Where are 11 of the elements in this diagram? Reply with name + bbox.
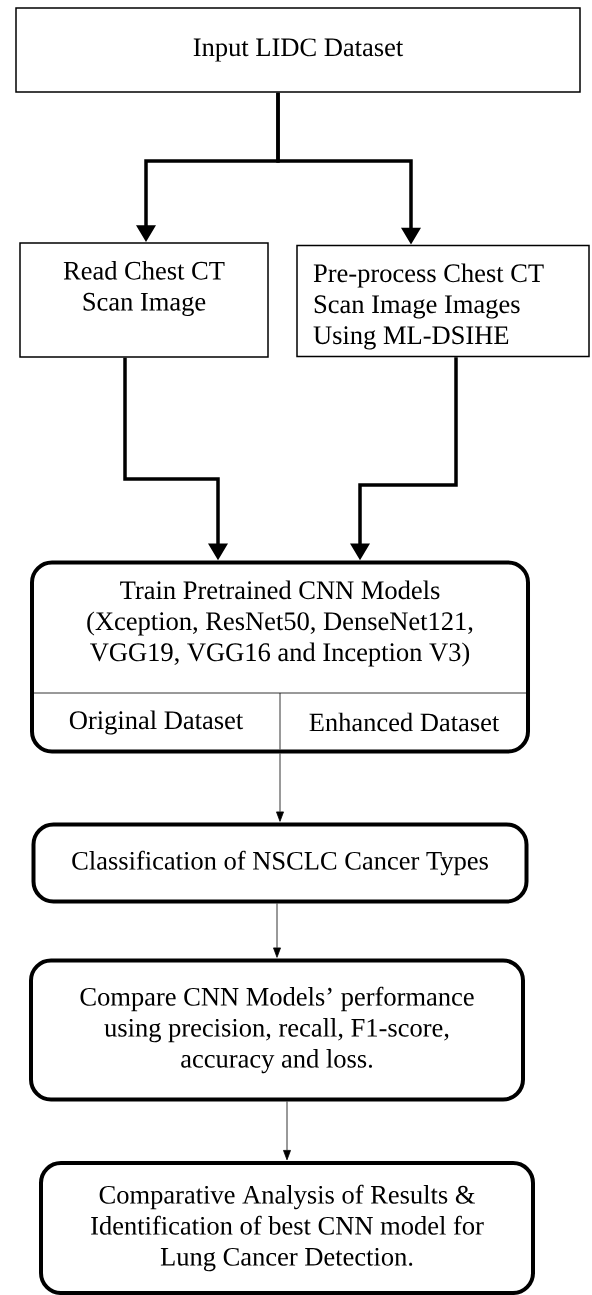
arrow: [283, 1101, 291, 1161]
process-box: Pre-process Chest CT Scan Image Images Using ML-DSIHE: [296, 244, 590, 358]
arrow: [273, 903, 281, 958]
arrow: [276, 753, 284, 822]
dataset-label: Original Dataset: [69, 710, 244, 735]
process-box: Classification of NSCLC Cancer Types: [31, 822, 529, 904]
process-box: Read Chest CT Scan Image: [19, 242, 269, 358]
process-box: Input LIDC Dataset: [15, 7, 581, 93]
process-box: Compare CNN Models’ performance using precision, recall, F1-score, accuracy and loss.: [29, 958, 525, 1102]
process-box: Comparative Analysis of Results & Identification of best CNN model for Lung Cancer Detection.: [39, 1161, 535, 1295]
dataset-label: Enhanced Dataset: [309, 712, 500, 732]
